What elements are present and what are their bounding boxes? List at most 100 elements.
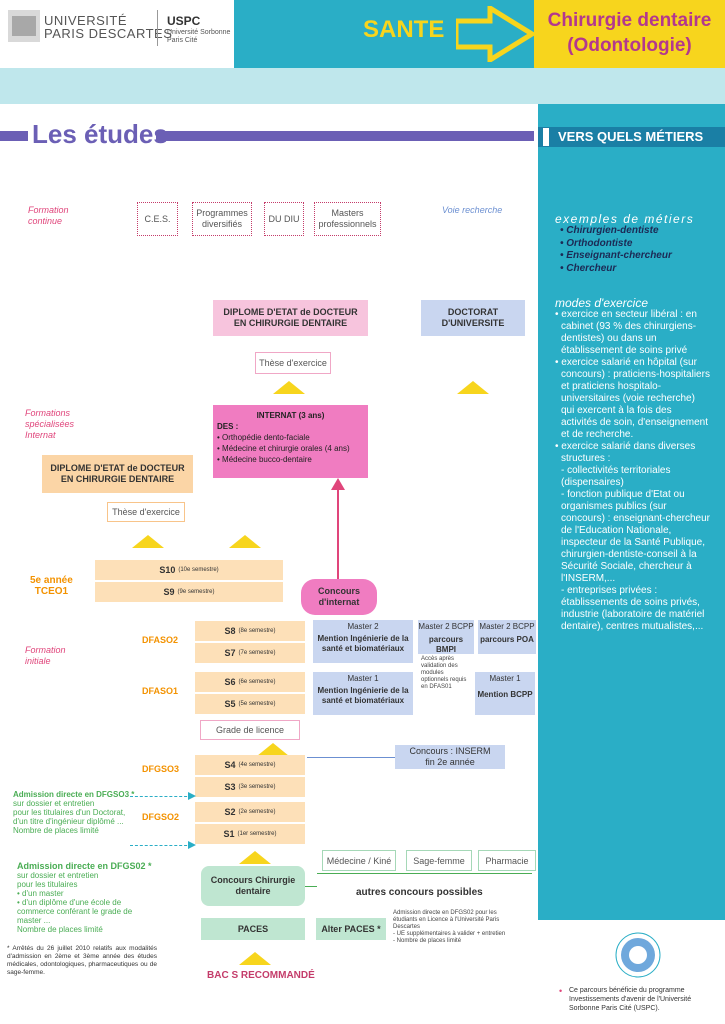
sidebar-panel [538, 104, 725, 920]
concours-chirurgie-box: Concours Chirurgie dentaire [201, 866, 305, 906]
alter-paces-box: Alter PACES * [316, 918, 386, 940]
triangle-up-icon [457, 381, 489, 394]
these-exercice-box: Thèse d'exercice [255, 352, 331, 374]
formation-continue-label: Formation continue [28, 205, 69, 227]
cinquieme-annee-label: 5e année TCEO1 [30, 575, 73, 597]
dfaso2-label: DFASO2 [142, 635, 179, 645]
concours-inserm-line2: fin 2e année [425, 757, 475, 767]
metier-item: • Orthodontiste [560, 237, 633, 249]
modes-line: (dispensaires) [561, 477, 624, 488]
semester-note: (8e semestre) [238, 628, 276, 634]
semester-s7: S7(7e semestre) [195, 643, 305, 663]
master-level: Master 1 [347, 674, 379, 683]
semester-s10: S10(10e semestre) [95, 560, 283, 580]
concours-inserm-line1: Concours : INSERM [409, 746, 491, 756]
master1-ingenierie-box: Master 1 Mention Ingénierie de la santé … [313, 672, 413, 715]
internat-des-label: DES : [217, 422, 239, 431]
modes-line: structures : [561, 453, 611, 464]
arrow-up-icon [331, 478, 345, 490]
semester-note: (2e semestre) [238, 809, 276, 815]
voie-recherche-label: Voie recherche [442, 205, 503, 215]
paces-box: PACES [201, 918, 305, 940]
master2-bmpi-box: Master 2 BCPP parcours BMPI [418, 620, 474, 654]
master2-poa-box: Master 2 BCPP parcours POA [478, 620, 536, 654]
chirurgie-title: Chirurgie dentaire (Odontologie) [534, 8, 725, 58]
exemples-metiers-title: exemples de métiers [555, 212, 695, 226]
diplome-etat-left-box: DIPLOME D'ETAT de DOCTEUR EN CHIRURGIE D… [42, 455, 193, 493]
uspc-subtitle: Université Sorbonne Paris Cité [167, 29, 230, 45]
triangle-up-icon [273, 381, 305, 394]
formation-continue-line1: Formation [28, 205, 69, 215]
modes-line: universitaires (voie recherche) [561, 393, 695, 404]
master-mention: parcours BMPI [428, 635, 464, 654]
master-level: Master 2 BCPP [418, 622, 474, 631]
semester-note: (4e semestre) [238, 762, 276, 768]
alter-note-line: étudiants en Licence à l'Université Pari… [393, 917, 500, 923]
modes-line: concours) : enseignant-chercheur [561, 513, 710, 524]
modes-line: industrie (laboratoire de matériel [561, 609, 705, 620]
modes-exercice-title: modes d'exercice [555, 296, 648, 310]
cinquieme-line1: 5e année [30, 575, 73, 586]
triangle-up-icon [239, 851, 271, 864]
semester-s8: S8(8e semestre) [195, 621, 305, 641]
admission-dfgso3-title: Admission directe en DFGSO3 * [13, 790, 135, 799]
semester-note: (9e semestre) [177, 589, 215, 595]
fc-box-du-diu: DU DIU [264, 202, 304, 236]
modes-line: et de recherche. [561, 429, 634, 440]
semester-label: S3 [224, 782, 236, 792]
chirurgie-title-line2: (Odontologie) [567, 35, 692, 56]
arrow-right-icon [188, 792, 196, 800]
concours-sage-femme-box: Sage-femme [406, 850, 472, 871]
admission-line: Nombre de places limité [17, 925, 103, 934]
university-logo-icon [8, 10, 40, 42]
concours-pharmacie-box: Pharmacie [478, 850, 536, 871]
formation-initiale-label: Formation initiale [25, 645, 66, 667]
metier-item: • Chirurgien-dentiste [560, 225, 659, 236]
admission-dfgso2-block: Admission directe en DFGS02 * sur dossie… [17, 861, 152, 935]
master-mention: Mention Ingénierie de la santé et biomat… [317, 634, 409, 653]
metier-item: • Enseignant-chercheur [560, 250, 672, 261]
diplome-etat-box: DIPLOME D'ETAT de DOCTEUR EN CHIRURGIE D… [213, 300, 368, 336]
modes-exercice-text: • exercice en secteur libéral : en cabin… [555, 309, 725, 633]
modes-line: • exercice en secteur libéral : en [555, 309, 697, 320]
dfgso3-label: DFGSO3 [142, 764, 180, 774]
investissements-avenir-seal-icon [615, 932, 661, 978]
formations-spec-line2: spécialisées [25, 419, 75, 429]
dashed-connector [130, 845, 192, 846]
arrow-right-icon [456, 6, 536, 62]
formation-initiale-line2: initiale [25, 656, 51, 666]
admission-line: Nombre de places limité [13, 826, 99, 835]
formations-spec-line1: Formations [25, 408, 71, 418]
modes-line: qui exercent à la fois des [561, 405, 672, 416]
vers-metiers-marker [543, 128, 549, 146]
vers-metiers-title: VERS QUELS MÉTIERS [558, 129, 704, 144]
admission-dfgso2-title: Admission directe en DFGS02 * [17, 861, 152, 871]
spacer [130, 811, 138, 836]
master-mention: Mention Ingénierie de la santé et biomat… [317, 686, 409, 705]
internat-item: • Médecine et chirurgie orales (4 ans) [217, 444, 350, 453]
university-name-line2: PARIS DESCARTES [44, 26, 173, 41]
internat-item: • Orthopédie dento-faciale [217, 433, 310, 442]
footer-note-line: Sorbonne Paris Cité (USPC). [569, 1005, 660, 1012]
internat-item: • Médecine bucco-dentaire [217, 455, 312, 464]
modes-line: établissements de soins privés, [561, 597, 700, 608]
internat-item-text: Médecine et chirurgie orales (4 ans) [222, 444, 350, 453]
admission-line: sur dossier et entretien [13, 799, 95, 808]
vers-metiers-band [538, 127, 725, 147]
les-etudes-title: Les études [32, 119, 168, 149]
metier-item: • Chercheur [560, 262, 617, 274]
semester-s9: S9(9e semestre) [95, 582, 283, 602]
fc-box-programmes: Programmes diversifiés [192, 202, 252, 236]
alter-note-line: - UE supplémentaires à valider + entreti… [393, 931, 506, 937]
triangle-up-icon [132, 535, 164, 548]
admission-dfgso3-block: Admission directe en DFGSO3 * sur dossie… [13, 790, 134, 835]
master-level: Master 2 BCPP [479, 622, 535, 631]
footer-note: Ce parcours bénéficie du programme Inves… [569, 986, 691, 1013]
formation-initiale-line1: Formation [25, 645, 66, 655]
semester-note: (1er semestre) [237, 831, 277, 837]
semester-s5: S5(5e semestre) [195, 694, 305, 714]
semester-label: S4 [224, 760, 236, 770]
triangle-up-icon [229, 535, 261, 548]
semester-label: S9 [163, 587, 175, 597]
internat-item-text: Orthopédie dento-faciale [222, 433, 310, 442]
